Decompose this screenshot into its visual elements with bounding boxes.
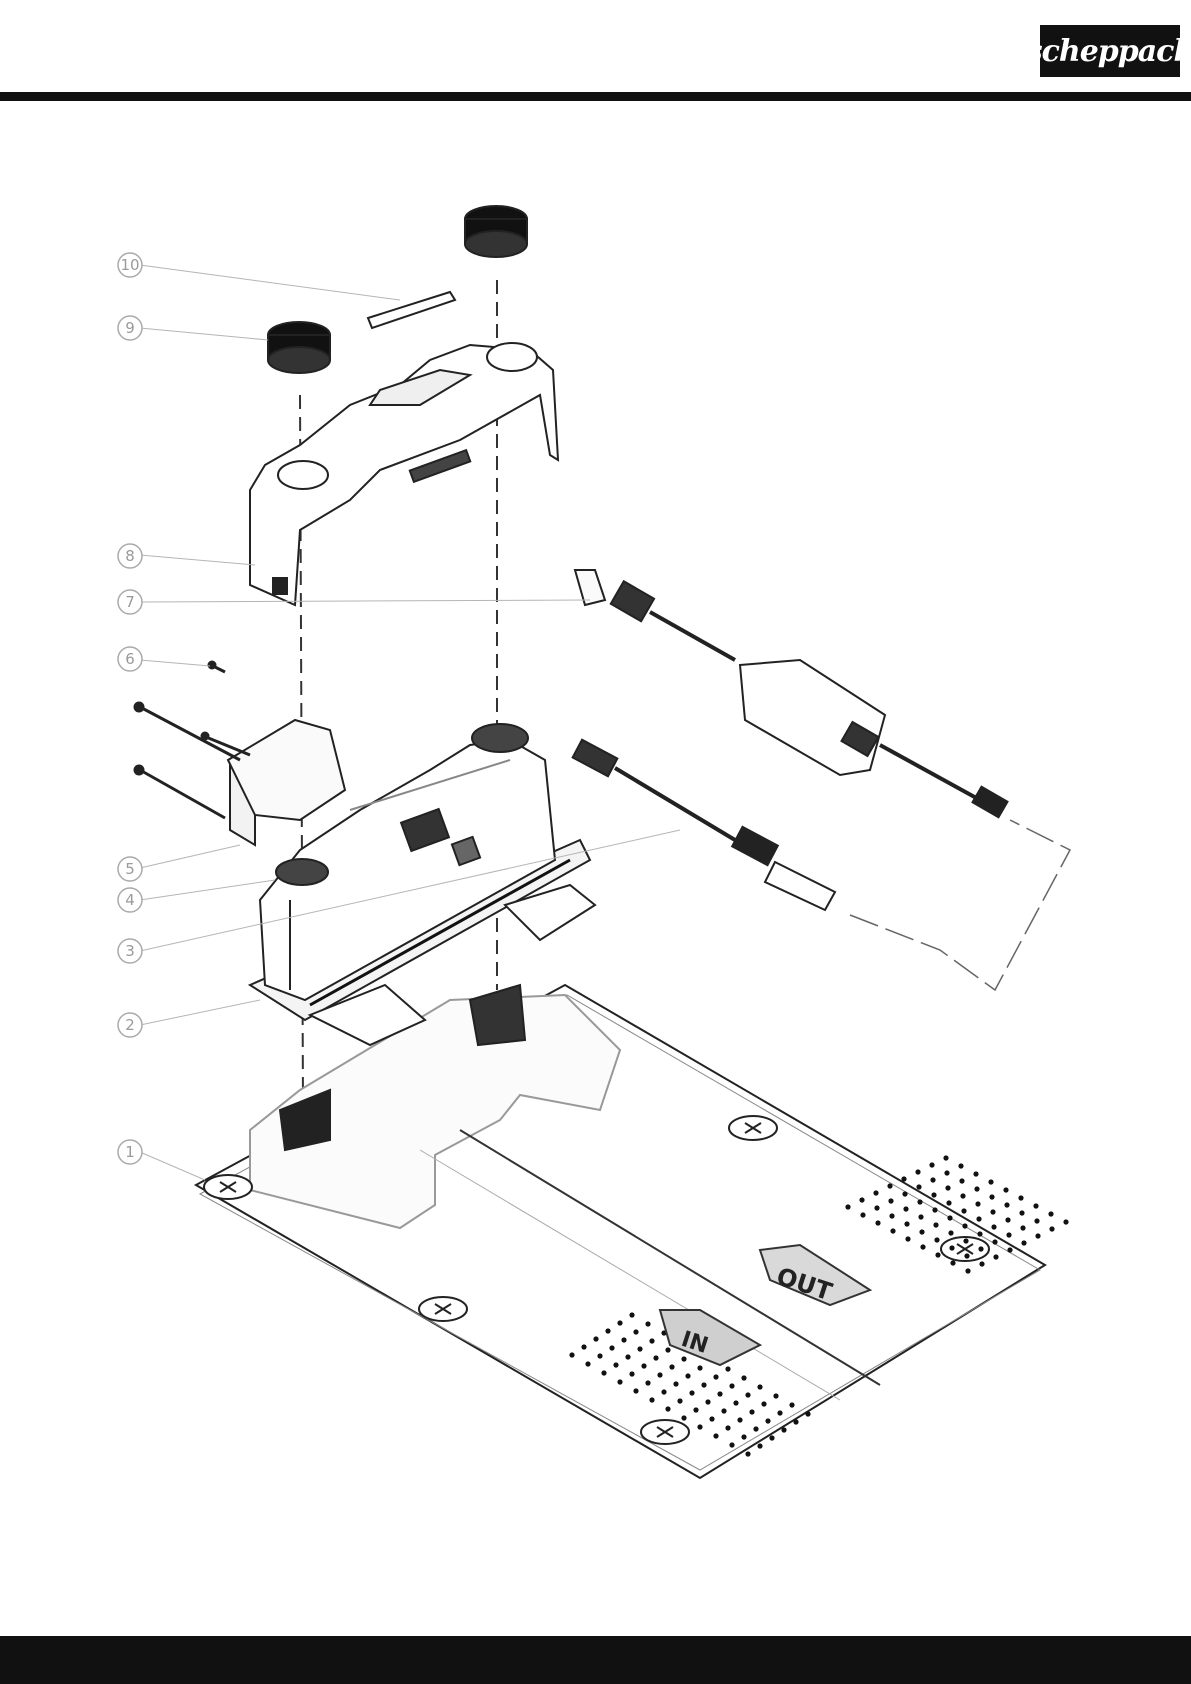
svg-text:6: 6 xyxy=(125,650,135,668)
base-plate xyxy=(196,985,1045,1478)
callout-10: 10 xyxy=(118,253,142,277)
cap-left xyxy=(268,322,330,373)
svg-text:4: 4 xyxy=(125,891,135,909)
callout-8: 8 xyxy=(118,544,142,568)
top-cover xyxy=(250,343,558,605)
svg-text:5: 5 xyxy=(125,860,135,878)
svg-text:7: 7 xyxy=(125,593,135,611)
callout-1: 1 xyxy=(118,1140,142,1164)
svg-text:1: 1 xyxy=(125,1143,135,1161)
power-supply-assembly xyxy=(573,570,1070,990)
callout-7: 7 xyxy=(118,590,142,614)
callout-3: 3 xyxy=(118,939,142,963)
callout-6: 6 xyxy=(118,647,142,671)
svg-text:8: 8 xyxy=(125,547,135,565)
footer-bar xyxy=(0,1636,1191,1684)
callout-4: 4 xyxy=(118,888,142,912)
callout-5: 5 xyxy=(118,857,142,881)
svg-text:3: 3 xyxy=(125,942,135,960)
svg-text:2: 2 xyxy=(125,1016,135,1034)
callout-9: 9 xyxy=(118,316,142,340)
cap-right xyxy=(465,206,527,257)
svg-text:9: 9 xyxy=(125,319,135,337)
callout-2: 2 xyxy=(118,1013,142,1037)
svg-text:10: 10 xyxy=(120,256,139,274)
